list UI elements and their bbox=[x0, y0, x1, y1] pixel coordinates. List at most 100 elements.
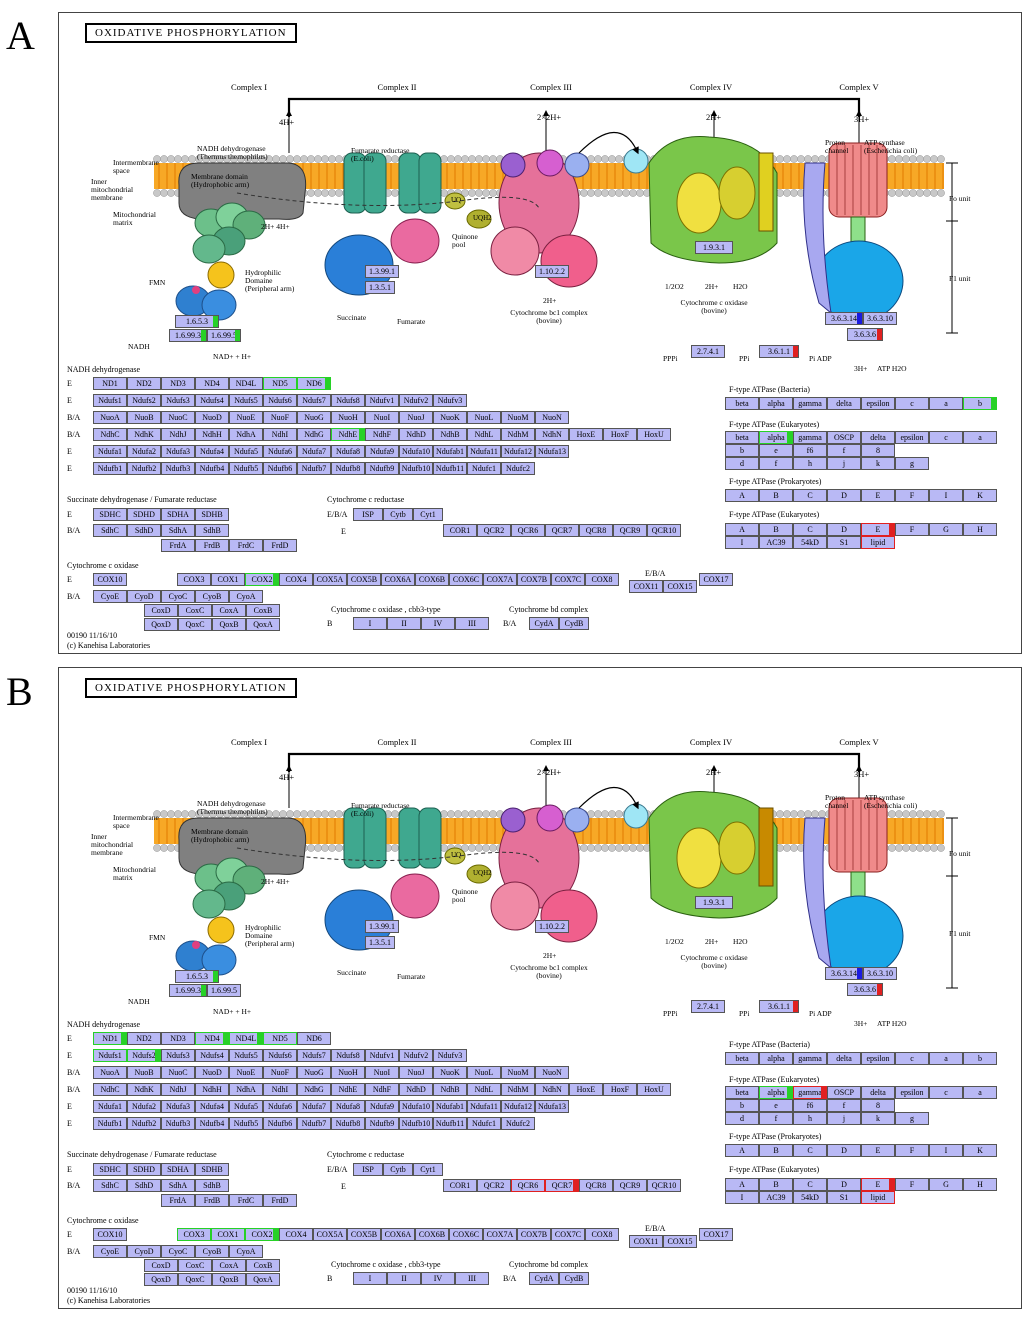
gene-box[interactable]: Cytb bbox=[383, 1163, 413, 1176]
gene-box[interactable]: beta bbox=[725, 397, 759, 410]
gene-box[interactable]: NuoK bbox=[433, 1066, 467, 1079]
gene-box[interactable]: COX11 bbox=[629, 1235, 663, 1248]
gene-box[interactable]: Ndufc1 bbox=[467, 462, 501, 475]
gene-box[interactable]: f bbox=[759, 1112, 793, 1125]
ec-box-1.3.99.1[interactable]: 1.3.99.1 bbox=[365, 265, 399, 278]
gene-box[interactable]: SdhB bbox=[195, 524, 229, 537]
gene-box[interactable]: H bbox=[963, 523, 997, 536]
gene-box[interactable]: b bbox=[963, 1052, 997, 1065]
gene-box[interactable]: Ndufs6 bbox=[263, 394, 297, 407]
gene-box[interactable]: II bbox=[387, 1272, 421, 1285]
gene-box[interactable]: NdhH bbox=[195, 428, 229, 441]
gene-box[interactable]: COX15 bbox=[663, 1235, 697, 1248]
ec-box-2.7.4.1[interactable]: 2.7.4.1 bbox=[691, 1000, 725, 1013]
gene-box[interactable]: Ndufs4 bbox=[195, 394, 229, 407]
gene-box[interactable]: F bbox=[895, 1178, 929, 1191]
gene-box[interactable]: CyoA bbox=[229, 590, 263, 603]
gene-box[interactable]: K bbox=[963, 489, 997, 502]
gene-box[interactable]: NuoL bbox=[467, 411, 501, 424]
gene-box[interactable]: B bbox=[759, 523, 793, 536]
gene-box[interactable]: FrdB bbox=[195, 1194, 229, 1207]
gene-box[interactable]: AC39 bbox=[759, 536, 793, 549]
gene-box[interactable]: A bbox=[725, 489, 759, 502]
gene-box[interactable]: Ndufa10 bbox=[399, 1100, 433, 1113]
gene-box[interactable]: NuoD bbox=[195, 1066, 229, 1079]
gene-box[interactable]: d bbox=[725, 457, 759, 470]
gene-box[interactable]: Ndufs7 bbox=[297, 1049, 331, 1062]
gene-box[interactable]: S1 bbox=[827, 1191, 861, 1204]
gene-box[interactable]: Ndufa4 bbox=[195, 1100, 229, 1113]
gene-box[interactable]: COX6A bbox=[381, 1228, 415, 1241]
gene-box[interactable]: NdhD bbox=[399, 1083, 433, 1096]
gene-box[interactable]: OSCP bbox=[827, 431, 861, 444]
gene-box[interactable]: lipid bbox=[861, 536, 895, 549]
gene-box[interactable]: COX7B bbox=[517, 573, 551, 586]
gene-box[interactable]: g bbox=[895, 1112, 929, 1125]
gene-box[interactable]: beta bbox=[725, 431, 759, 444]
gene-box[interactable]: f bbox=[827, 444, 861, 457]
gene-box[interactable]: CoxC bbox=[178, 604, 212, 617]
gene-box[interactable]: SDHB bbox=[195, 508, 229, 521]
gene-box[interactable]: SDHD bbox=[127, 1163, 161, 1176]
gene-box[interactable]: Ndufa6 bbox=[263, 445, 297, 458]
gene-box[interactable]: COX7C bbox=[551, 1228, 585, 1241]
gene-box[interactable]: OSCP bbox=[827, 1086, 861, 1099]
gene-box[interactable]: C bbox=[793, 489, 827, 502]
gene-box[interactable]: ND4 bbox=[195, 1032, 229, 1045]
gene-box[interactable]: COX11 bbox=[629, 580, 663, 593]
gene-box[interactable]: epsilon bbox=[895, 1086, 929, 1099]
gene-box[interactable]: COX6C bbox=[449, 573, 483, 586]
gene-box[interactable]: Ndufb5 bbox=[229, 462, 263, 475]
gene-box[interactable]: COX1 bbox=[211, 1228, 245, 1241]
gene-box[interactable]: Ndufa6 bbox=[263, 1100, 297, 1113]
gene-box[interactable]: QCR10 bbox=[647, 524, 681, 537]
gene-box[interactable]: COX4 bbox=[279, 573, 313, 586]
gene-box[interactable]: SdhA bbox=[161, 1179, 195, 1192]
gene-box[interactable]: gamma bbox=[793, 1052, 827, 1065]
gene-box[interactable]: CyoD bbox=[127, 590, 161, 603]
gene-box[interactable]: COX7C bbox=[551, 573, 585, 586]
gene-box[interactable]: Ndufa12 bbox=[501, 1100, 535, 1113]
ec-box-3.6.3.10[interactable]: 3.6.3.10 bbox=[863, 967, 897, 980]
gene-box[interactable]: Ndufa8 bbox=[331, 1100, 365, 1113]
gene-box[interactable]: SDHC bbox=[93, 1163, 127, 1176]
gene-box[interactable]: G bbox=[929, 523, 963, 536]
gene-box[interactable]: I bbox=[353, 617, 387, 630]
gene-box[interactable]: CyoA bbox=[229, 1245, 263, 1258]
gene-box[interactable]: NuoG bbox=[297, 1066, 331, 1079]
gene-box[interactable]: II bbox=[387, 617, 421, 630]
gene-box[interactable]: Ndufs3 bbox=[161, 1049, 195, 1062]
gene-box[interactable]: h bbox=[793, 457, 827, 470]
gene-box[interactable]: NdhJ bbox=[161, 1083, 195, 1096]
gene-box[interactable]: Ndufs8 bbox=[331, 394, 365, 407]
gene-box[interactable]: Ndufb2 bbox=[127, 462, 161, 475]
gene-box[interactable]: Ndufv2 bbox=[399, 394, 433, 407]
gene-box[interactable]: Ndufb1 bbox=[93, 1117, 127, 1130]
gene-box[interactable]: C bbox=[793, 523, 827, 536]
gene-box[interactable]: COX7A bbox=[483, 573, 517, 586]
ec-box-3.6.3.10[interactable]: 3.6.3.10 bbox=[863, 312, 897, 325]
gene-box[interactable]: Ndufb10 bbox=[399, 462, 433, 475]
gene-box[interactable]: NuoN bbox=[535, 411, 569, 424]
gene-box[interactable]: COX8 bbox=[585, 1228, 619, 1241]
gene-box[interactable]: alpha bbox=[759, 1052, 793, 1065]
gene-box[interactable]: HoxF bbox=[603, 1083, 637, 1096]
gene-box[interactable]: Ndufa11 bbox=[467, 445, 501, 458]
gene-box[interactable]: NdhL bbox=[467, 1083, 501, 1096]
gene-box[interactable]: e bbox=[759, 1099, 793, 1112]
gene-box[interactable]: Ndufa10 bbox=[399, 445, 433, 458]
gene-box[interactable]: S1 bbox=[827, 536, 861, 549]
gene-box[interactable]: COX17 bbox=[699, 573, 733, 586]
gene-box[interactable]: HoxE bbox=[569, 1083, 603, 1096]
gene-box[interactable]: COX17 bbox=[699, 1228, 733, 1241]
gene-box[interactable]: k bbox=[861, 457, 895, 470]
gene-box[interactable]: ND5 bbox=[263, 1032, 297, 1045]
gene-box[interactable]: NuoB bbox=[127, 411, 161, 424]
gene-box[interactable]: NuoE bbox=[229, 1066, 263, 1079]
gene-box[interactable]: Ndufb6 bbox=[263, 1117, 297, 1130]
gene-box[interactable]: CyoE bbox=[93, 590, 127, 603]
gene-box[interactable]: CyoE bbox=[93, 1245, 127, 1258]
gene-box[interactable]: beta bbox=[725, 1052, 759, 1065]
gene-box[interactable]: Ndufs7 bbox=[297, 394, 331, 407]
gene-box[interactable]: Ndufa8 bbox=[331, 445, 365, 458]
